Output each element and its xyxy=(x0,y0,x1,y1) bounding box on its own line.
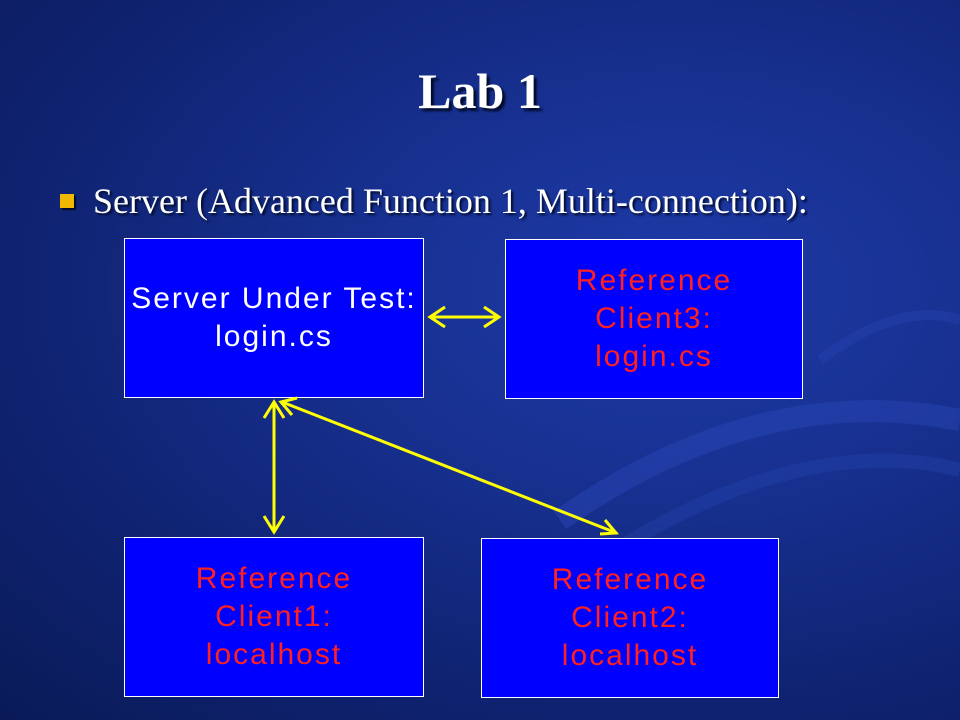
client1-box-line1: Reference xyxy=(195,562,353,595)
client1-box-line3: localhost xyxy=(205,638,343,671)
reference-client2-box: Reference Client2: localhost xyxy=(481,538,779,698)
slide-title: Lab 1 xyxy=(418,63,542,119)
client3-box-line3: login.cs xyxy=(595,340,713,373)
bullet-text: Server (Advanced Function 1, Multi-conne… xyxy=(93,181,808,221)
client3-box-line2: Client3: xyxy=(595,302,713,335)
client1-box-line2: Client1: xyxy=(215,600,333,633)
server-box-line2: login.cs xyxy=(215,320,333,353)
server-under-test-box: Server Under Test: login.cs xyxy=(124,238,424,398)
server-box-line1: Server Under Test: xyxy=(131,282,417,315)
client3-box-line1: Reference xyxy=(575,264,733,297)
client2-box-line2: Client2: xyxy=(571,601,689,634)
bullet-square-icon xyxy=(60,194,74,208)
reference-client3-box: Reference Client3: login.cs xyxy=(505,239,803,399)
arrow-server-client1 xyxy=(262,399,286,535)
client2-box-line3: localhost xyxy=(561,639,699,672)
arrow-server-client3 xyxy=(427,305,502,329)
bullet-item: Server (Advanced Function 1, Multi-conne… xyxy=(60,180,808,222)
arrow-server-client2 xyxy=(278,396,620,536)
client2-box-line1: Reference xyxy=(551,563,709,596)
reference-client1-box: Reference Client1: localhost xyxy=(124,537,424,697)
